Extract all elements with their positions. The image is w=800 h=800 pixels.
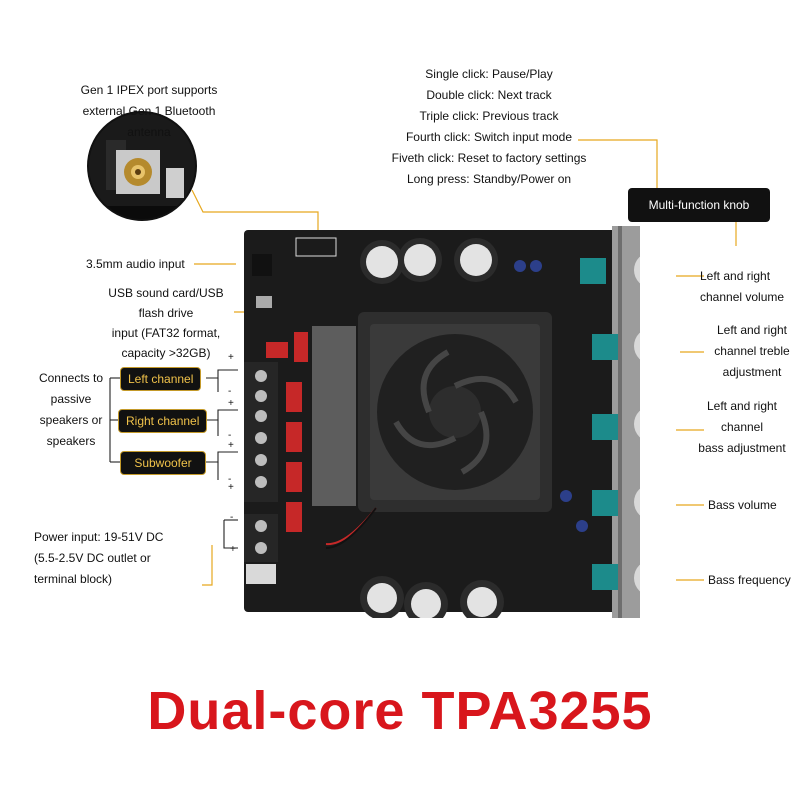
audio-input-label: 3.5mm audio input: [86, 257, 185, 271]
subwoofer-tag: Subwoofer: [120, 451, 206, 475]
power-input-line-2: (5.5-2.5V DC outlet or: [34, 551, 151, 565]
power-input-label: Power input: 19-51V DC (5.5-2.5V DC outl…: [34, 527, 204, 590]
terminal-sign-4: -: [228, 430, 232, 441]
ipex-note-line-1: Gen 1 IPEX port supports: [80, 83, 218, 97]
power-input-line-3: terminal block): [34, 572, 113, 586]
speakers-note-line-4: speakers: [46, 434, 96, 448]
left-channel-tag: Left channel: [120, 367, 202, 391]
knob-function-6: Long press: Standby/Power on: [406, 172, 572, 186]
speakers-note-line-2: passive: [50, 392, 92, 406]
speakers-note: Connects to passive speakers or speakers: [36, 368, 106, 452]
usb-input-label: USB sound card/USB flash drive input (FA…: [96, 283, 236, 363]
knob-function-4: Fourth click: Switch input mode: [405, 130, 573, 144]
usb-input-line-3: input (FAT32 format,: [111, 326, 221, 340]
terminal-sign-6: -: [228, 474, 232, 485]
speakers-note-line-3: speakers or: [39, 413, 103, 427]
bass-volume-label: Bass volume: [708, 498, 777, 512]
volume-label-line-1: Left and right: [700, 269, 771, 283]
right-channel-tag: Right channel: [118, 409, 208, 433]
terminal-sign-9: +: [230, 544, 236, 555]
knob-function-1: Single click: Pause/Play: [425, 67, 553, 81]
treble-label: Left and right channel treble adjustment: [704, 320, 800, 383]
ipex-note: Gen 1 IPEX port supports external Gen 1 …: [64, 80, 234, 143]
ipex-port-closeup: [87, 111, 197, 221]
terminal-sign-8: -: [230, 512, 234, 523]
terminal-sign-7: +: [228, 482, 234, 493]
power-input-line-1: Power input: 19-51V DC: [34, 530, 164, 544]
knob-function-3: Triple click: Previous track: [419, 109, 559, 123]
multi-function-knob-tag: Multi-function knob: [628, 188, 770, 222]
terminal-sign-3: +: [228, 398, 234, 409]
knob-function-2: Double click: Next track: [426, 88, 552, 102]
bass-frequency-label: Bass frequency: [708, 573, 791, 587]
bass-label-line-3: bass adjustment: [698, 441, 786, 455]
treble-label-line-1: Left and right: [716, 323, 788, 337]
treble-label-line-2: channel treble: [714, 344, 790, 358]
terminal-sign-1: +: [228, 352, 234, 363]
headline: Dual-core TPA3255: [147, 681, 653, 741]
ipex-note-line-2: external Gen 1 Bluetooth antenna: [82, 104, 216, 139]
bass-label-line-1: Left and right: [706, 399, 778, 413]
knob-functions: Single click: Pause/Play Double click: N…: [384, 64, 594, 190]
usb-input-line-4: capacity >32GB): [121, 346, 211, 360]
treble-label-line-3: adjustment: [722, 365, 782, 379]
usb-input-line-2: flash drive: [138, 306, 194, 320]
terminal-sign-2: -: [228, 386, 232, 397]
bass-label-line-2: channel: [720, 420, 764, 434]
speakers-note-line-1: Connects to: [38, 371, 104, 385]
amplifier-board: [244, 226, 640, 618]
bass-label: Left and right channel bass adjustment: [686, 396, 798, 459]
usb-input-line-1: USB sound card/USB: [108, 286, 224, 300]
terminal-sign-5: +: [228, 440, 234, 451]
volume-label: Left and right channel volume: [700, 266, 796, 308]
volume-label-line-2: channel volume: [700, 290, 785, 304]
knob-function-5: Fiveth click: Reset to factory settings: [391, 151, 587, 165]
